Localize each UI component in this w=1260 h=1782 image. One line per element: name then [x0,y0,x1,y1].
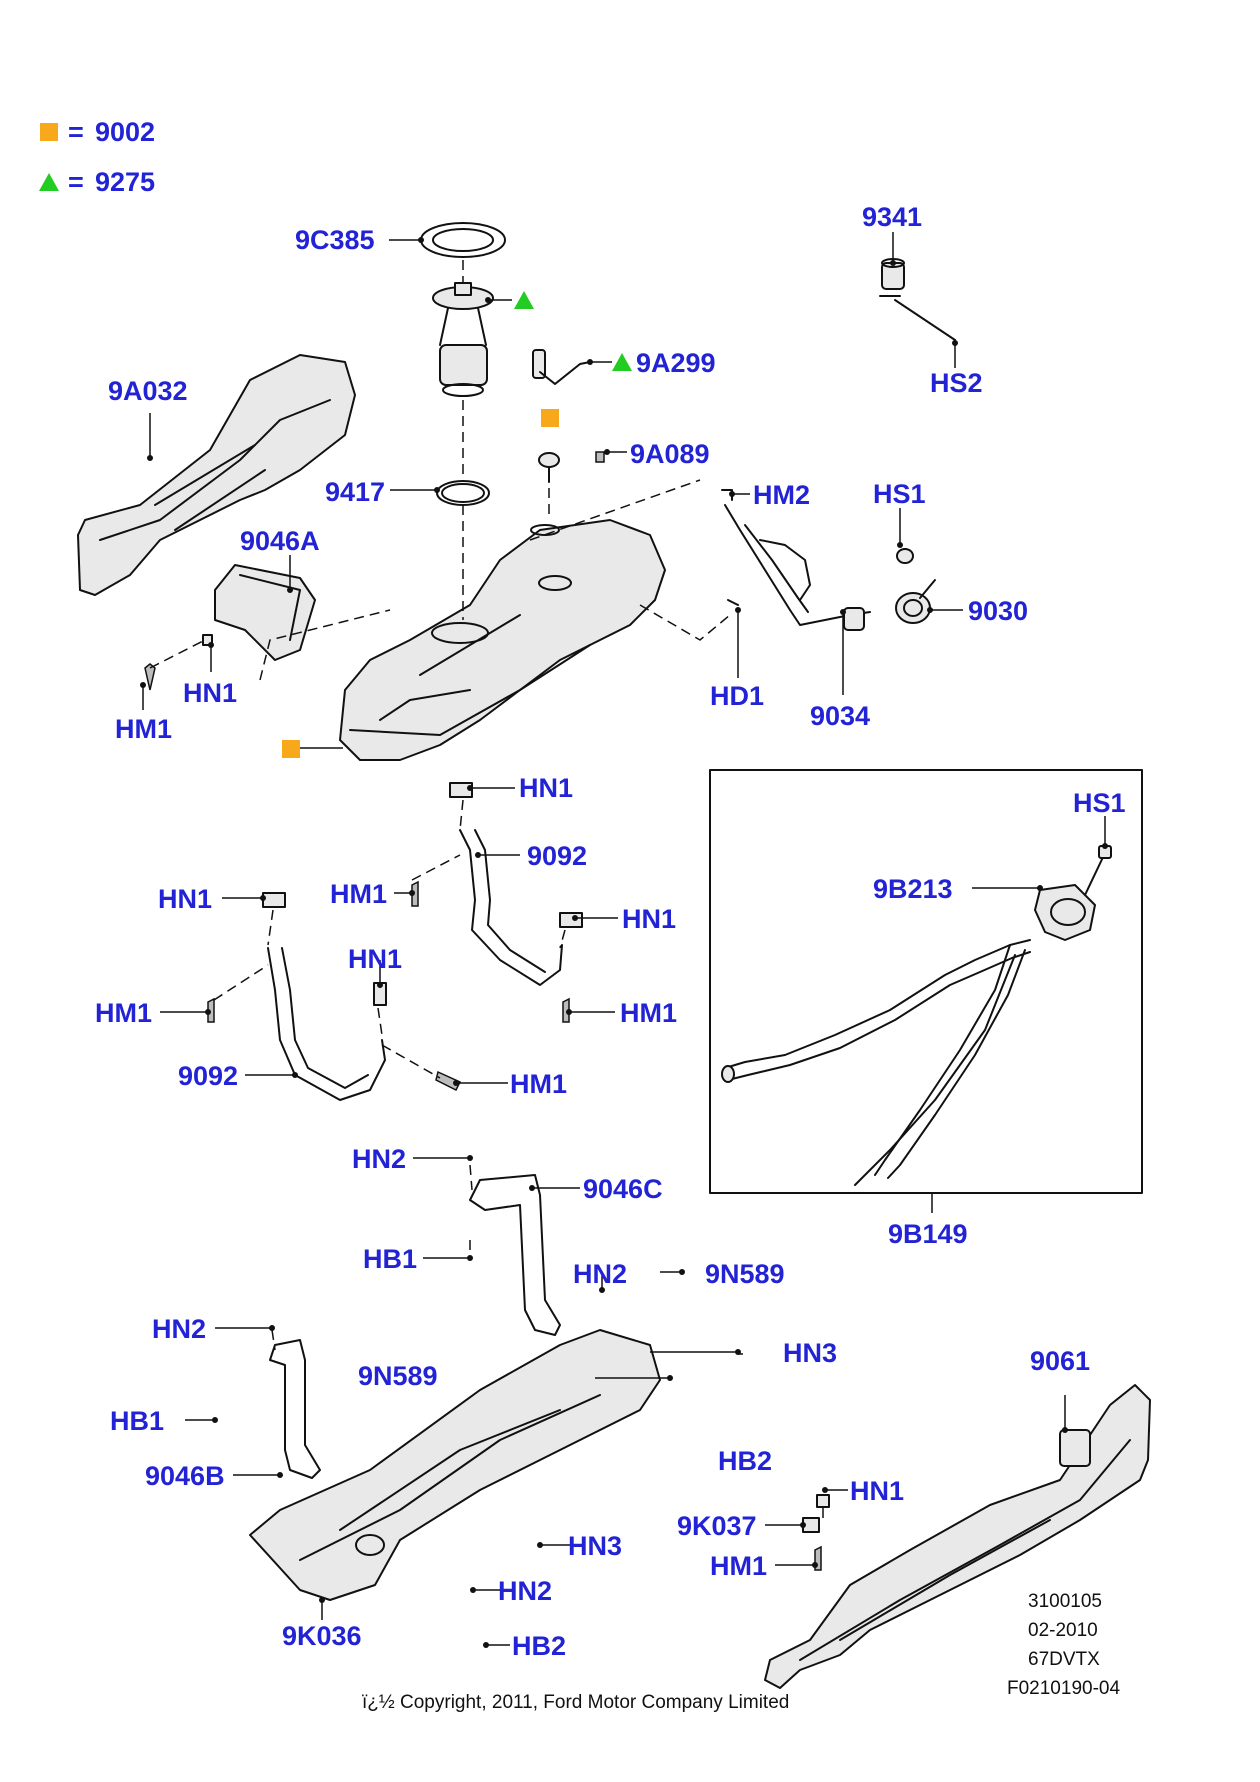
callout-HB1-b: HB1 [110,1406,164,1436]
legend-square-value: 9002 [95,117,155,147]
callout-9A089: 9A089 [630,439,710,469]
callout-HM1-f: HM1 [710,1551,767,1581]
callout-9417: 9417 [325,477,385,507]
callout-9092-b: 9092 [178,1061,238,1091]
callout-HS1-top: HS1 [873,479,926,509]
callout-HN1-b: HN1 [519,773,573,803]
callout-9C385: 9C385 [295,225,375,255]
part-tank-strap-b [267,947,386,1101]
leader-lines [140,232,1108,1648]
callout-HN1-f: HN1 [850,1476,904,1506]
callout-9061: 9061 [1030,1346,1090,1376]
callout-HM1-e: HM1 [510,1069,567,1099]
parts-artwork [77,222,1151,1689]
callout-HM1-d: HM1 [620,998,677,1028]
callout-9030: 9030 [968,596,1028,626]
callout-HN2-d: HN2 [498,1576,552,1606]
part-filler-cap [895,579,936,624]
legend-square-equals: = [68,117,84,147]
part-heat-shield-rear [764,1384,1151,1689]
callout-HN1-a: HN1 [183,678,237,708]
callout-9046C: 9046C [583,1174,663,1204]
part-fuel-pump-module [432,282,494,397]
callout-HN2-b: HN2 [573,1259,627,1289]
legend-square-icon [40,123,58,141]
valve-square-marker-icon [541,409,559,427]
footer-model: 67DVTX [1028,1649,1100,1670]
callout-9046B: 9046B [145,1461,225,1491]
callout-9B149: 9B149 [888,1219,968,1249]
callout-9034: 9034 [810,701,870,731]
part-fasteners [144,489,914,1092]
part-skid-plate [249,1329,661,1601]
callout-HN2-c: HN2 [152,1314,206,1344]
callout-HB2-a: HB2 [718,1446,772,1476]
callout-HM1-b: HM1 [330,879,387,909]
detail-box-filler-assembly [709,769,1143,1194]
callout-9046A: 9046A [240,526,320,556]
callout-HN1-d: HN1 [158,884,212,914]
legend-triangle-icon [39,173,59,191]
assembly-guides [149,260,731,1561]
part-tank-strap-a [459,829,563,986]
callout-HM1-a: HM1 [115,714,172,744]
callout-9092-a: 9092 [527,841,587,871]
callout-9K036: 9K036 [282,1621,362,1651]
legend-triangle-equals: = [68,167,84,197]
callout-9A032: 9A032 [108,376,188,406]
callout-HS2: HS2 [930,368,983,398]
legend: = 9002 = 9275 [39,117,155,197]
callout-HS1-box: HS1 [1073,788,1126,818]
part-shield-9046A [214,564,316,661]
part-vapor-valve [879,258,956,341]
pump-triangle-marker-icon [514,291,534,309]
part-valve-9A089 [538,451,605,483]
callout-9N589-b: 9N589 [358,1361,438,1391]
callout-HB1-a: HB1 [363,1244,417,1274]
callout-HN2-a: HN2 [352,1144,406,1174]
callout-HM1-c: HM1 [95,998,152,1028]
callout-HB2-b: HB2 [512,1631,566,1661]
legend-triangle-value: 9275 [95,167,155,197]
callout-9A299: 9A299 [636,348,716,378]
footer-ref-code: 3100105 [1028,1591,1102,1612]
part-tank-seal [436,480,490,506]
tank-square-marker-icon [282,740,300,758]
sender-triangle-marker-icon [612,353,632,371]
callout-HD1: HD1 [710,681,764,711]
part-fuel-tank [339,519,666,761]
footer-figure-id: F0210190-04 [1007,1678,1120,1699]
callout-HM2: HM2 [753,480,810,510]
part-bracket-9K037 [802,1494,830,1571]
callout-9K037: 9K037 [677,1511,757,1541]
part-shield-9046B [269,1339,321,1479]
callout-HN3-b: HN3 [568,1531,622,1561]
footer-copyright: ï¿½ Copyright, 2011, Ford Motor Company … [362,1692,789,1713]
callout-HN1-c: HN1 [622,904,676,934]
callout-HN1-e: HN1 [348,944,402,974]
callout-labels: 9C385 9341 HS2 9A299 9A032 9A089 9417 HM… [95,202,1126,1661]
part-shield-9046C [469,1174,561,1336]
part-lock-ring [420,222,506,258]
callout-HN3-a: HN3 [783,1338,837,1368]
part-filler-pipe [724,504,871,631]
footer: 3100105 02-2010 67DVTX F0210190-04 ï¿½ C… [362,1591,1120,1713]
callout-9N589-a: 9N589 [705,1259,785,1289]
part-heat-shield-front [77,354,356,596]
callout-9341: 9341 [862,202,922,232]
footer-date: 02-2010 [1028,1620,1098,1641]
part-sender-unit [532,349,591,385]
callout-9B213: 9B213 [873,874,953,904]
